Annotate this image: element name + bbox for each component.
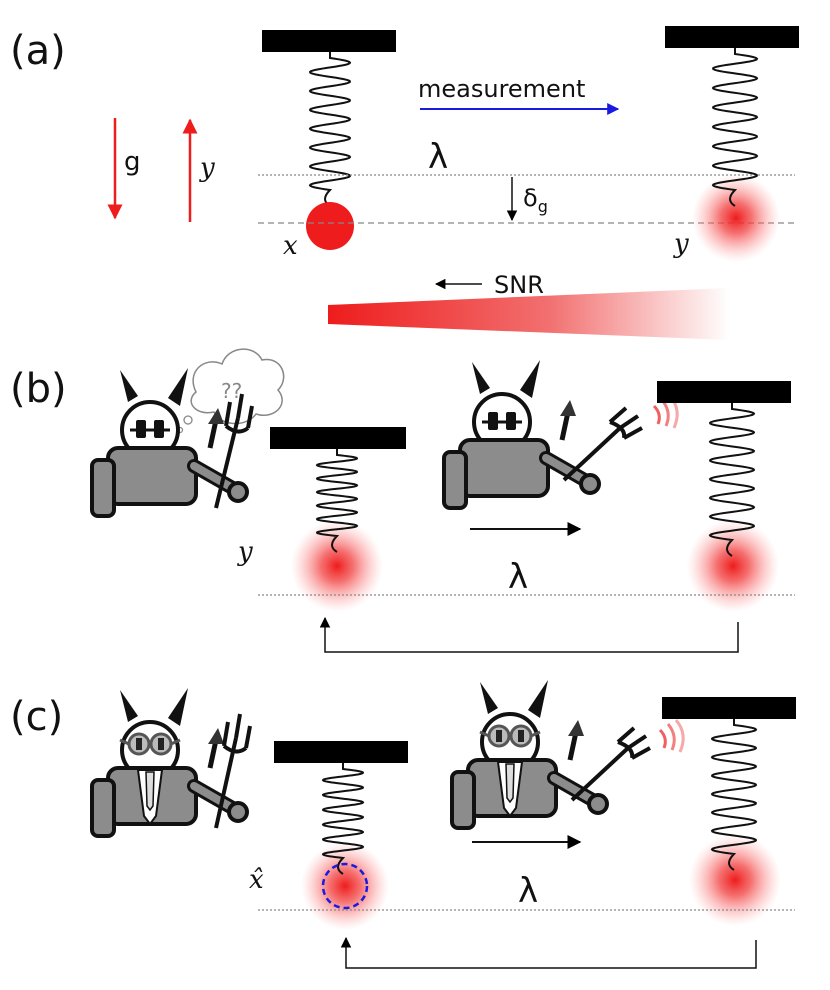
spring-icon (710, 719, 758, 871)
panel-b-label: (b) (10, 366, 67, 412)
x-hat-label: x̂ (249, 865, 264, 895)
probability-glow (689, 834, 781, 926)
trident-icon (214, 393, 254, 509)
trident-icon (562, 406, 643, 482)
x-label: x (283, 231, 298, 261)
ceiling-bar (662, 697, 796, 719)
snr-wedge (328, 288, 730, 340)
probability-glow (692, 174, 780, 262)
ceiling-bar (270, 427, 406, 449)
lambda-label: λ (508, 557, 528, 597)
signal-waves-icon (658, 719, 685, 753)
y-axis-label: y (199, 153, 215, 183)
y-label: y (237, 537, 253, 567)
panel-c-label: (c) (10, 694, 63, 740)
trident-icon (570, 726, 651, 802)
feedback-arrow (319, 616, 739, 653)
ceiling-bar (657, 381, 791, 403)
ceiling-bar (274, 741, 408, 763)
panel-a-label: (a) (10, 28, 66, 74)
lambda-label: λ (518, 871, 538, 911)
panel-c: (c) x̂ (10, 680, 796, 969)
ceiling-bar (262, 30, 396, 52)
mass-ball-icon (306, 202, 354, 250)
spring-icon (708, 403, 756, 557)
measurement-label: measurement (418, 75, 585, 103)
delta-g-label: δg (523, 184, 548, 216)
panel-a: (a) g y x measurement λ δg y SNR (10, 26, 799, 340)
lambda-label: λ (428, 137, 448, 177)
robot-demon-icon (444, 360, 643, 508)
ceiling-bar (665, 26, 799, 48)
robot-demon-icon (92, 688, 250, 836)
trident-icon (214, 713, 252, 829)
snr-label: SNR (494, 271, 544, 299)
spring-icon (321, 763, 365, 875)
y-label: y (673, 229, 689, 259)
spring-icon (315, 449, 359, 553)
robot-demon-icon (452, 680, 651, 828)
panel-b: (b) ?? y (10, 348, 795, 653)
probability-glow (291, 520, 383, 612)
spring-icon (308, 52, 352, 207)
thought-text: ?? (221, 379, 242, 403)
robot-demon-icon (92, 368, 252, 516)
probability-glow (301, 842, 389, 930)
gravity-label: g (124, 147, 141, 177)
thought-bubble-icon: ?? (176, 348, 285, 434)
estimate-circle (321, 862, 369, 910)
spring-icon (711, 48, 759, 207)
feedback-arrow (340, 936, 757, 969)
probability-glow (687, 520, 779, 612)
